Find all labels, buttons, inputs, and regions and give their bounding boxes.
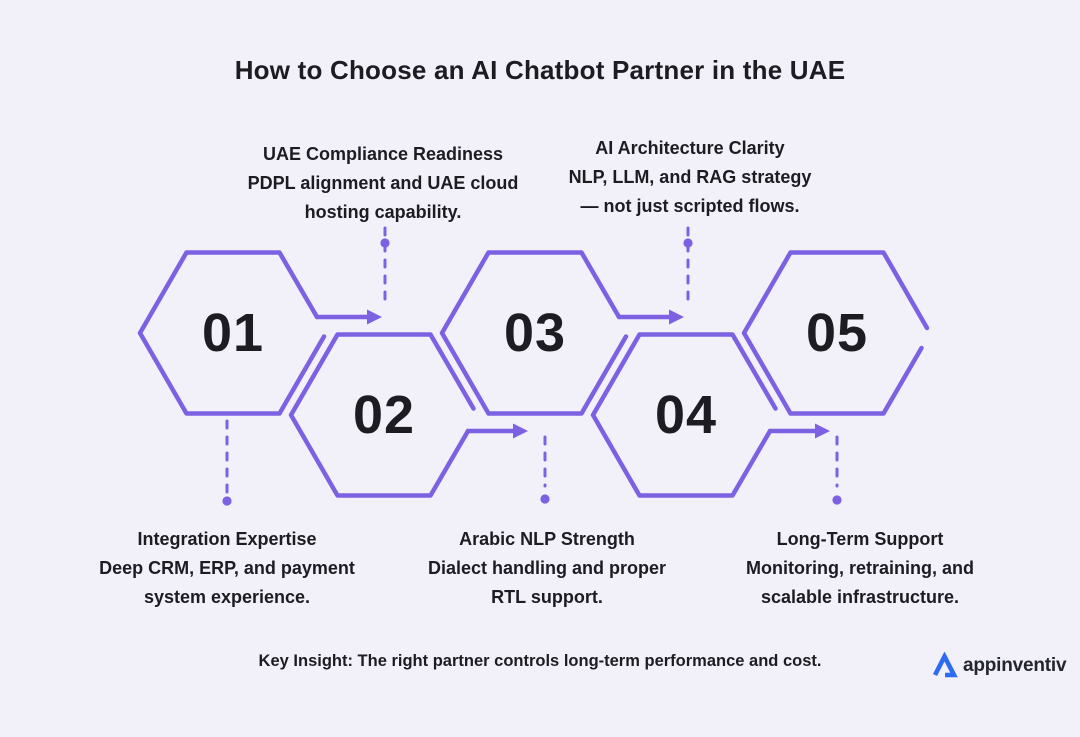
arrow-right-icon (367, 309, 382, 325)
note-title: Arabic NLP Strength (459, 529, 635, 549)
hexagon-01-number: 01 (201, 303, 265, 363)
arrow-right-icon (815, 423, 830, 439)
connector-dot (832, 495, 842, 505)
arrow-01-to-02 (314, 309, 382, 325)
note-step-03: Arabic NLP Strength Dialect handling and… (397, 525, 697, 612)
note-title: UAE Compliance Readiness (262, 144, 504, 164)
connector-step-03 (540, 435, 550, 504)
arrow-02-to-03 (465, 423, 528, 439)
connector-dot (540, 494, 550, 504)
note-line: — not just scripted flows. (580, 196, 800, 216)
connector-step-01 (222, 419, 232, 506)
arrow-right-icon (513, 423, 528, 439)
appinventiv-logo-icon (932, 652, 958, 678)
note-line: system experience. (143, 587, 311, 607)
hexagon-02-number: 02 (352, 385, 416, 445)
connector-dot (683, 238, 693, 248)
note-line: Deep CRM, ERP, and payment (99, 558, 355, 578)
arrow-right-icon (669, 309, 684, 325)
note-step-05: Long-Term Support Monitoring, retraining… (710, 525, 1010, 612)
hexagon-05-number: 05 (805, 303, 869, 363)
hexagon-03-number: 03 (503, 303, 567, 363)
note-line: NLP, LLM, and RAG strategy (568, 167, 812, 187)
connector-dot (380, 238, 390, 248)
hexagon-03-outline (439, 250, 629, 416)
page-title: How to Choose an AI Chatbot Partner in t… (234, 55, 846, 85)
note-line: PDPL alignment and UAE cloud (247, 173, 519, 193)
note-line: RTL support. (491, 587, 603, 607)
note-line: hosting capability. (304, 202, 462, 222)
note-line: Monitoring, retraining, and (746, 558, 974, 578)
note-line: scalable infrastructure. (760, 587, 960, 607)
connector-step-05 (832, 435, 842, 505)
connector-step-04 (683, 226, 693, 302)
note-step-04: AI Architecture Clarity NLP, LLM, and RA… (540, 134, 840, 221)
note-title: AI Architecture Clarity (595, 138, 785, 158)
arrow-03-to-04 (616, 309, 684, 325)
hexagon-05-outline (741, 250, 930, 416)
note-title: Integration Expertise (137, 529, 317, 549)
hexagon-02-outline (288, 332, 476, 498)
hexagon-04-number: 04 (654, 385, 718, 445)
note-title: Long-Term Support (776, 529, 944, 549)
appinventiv-logo-text: appinventiv (963, 654, 1067, 676)
arrow-04-to-05 (767, 423, 830, 439)
hexagon-04-outline (590, 332, 778, 498)
appinventiv-logo: appinventiv (931, 652, 1067, 679)
hexagon-01-outline (137, 250, 327, 416)
connector-dot (222, 496, 232, 506)
key-insight: Key Insight: The right partner controls … (258, 652, 822, 670)
connector-step-02 (380, 226, 390, 305)
note-line: Dialect handling and proper (427, 558, 667, 578)
note-step-02: UAE Compliance Readiness PDPL alignment … (223, 140, 543, 227)
note-step-01: Integration Expertise Deep CRM, ERP, and… (77, 525, 377, 612)
